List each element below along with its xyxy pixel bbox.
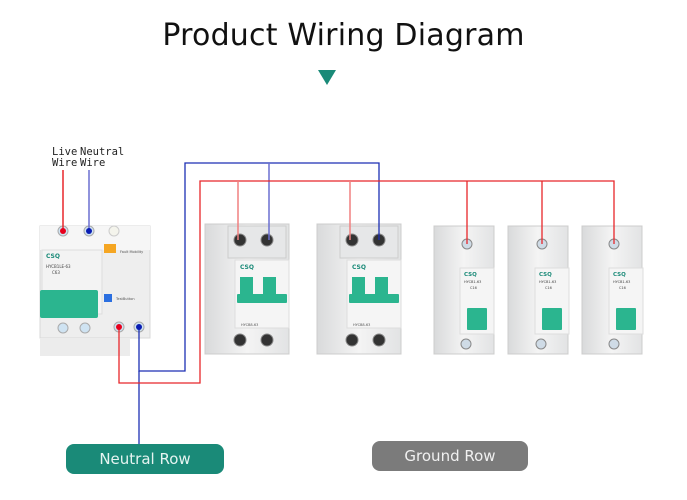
live-wire-label: Live Wire [52, 146, 78, 169]
svg-text:HYCB1-63: HYCB1-63 [613, 280, 630, 284]
neutral-wire-label: Neutral Wire [80, 146, 125, 169]
page-title: Product Wiring Diagram [162, 18, 525, 53]
svg-text:TestButton: TestButton [115, 297, 135, 301]
breaker-handle [467, 308, 487, 330]
rcbo-breaker: CSQ HYCB1LE-63 C63 Fault Mobility TestBu… [39, 225, 151, 356]
svg-text:C16: C16 [545, 286, 552, 290]
neutral-terminal-dot [86, 228, 92, 234]
svg-text:HYCB1-63: HYCB1-63 [539, 280, 556, 284]
svg-text:CSQ: CSQ [240, 264, 254, 271]
rcbo-model: HYCB1LE-63 [46, 264, 71, 269]
breaker-handle [349, 294, 399, 303]
rcbo-live-out-dot [116, 324, 122, 330]
rcbo-handle [40, 290, 98, 318]
breaker-handle [237, 294, 287, 303]
svg-text:HYCB8-63: HYCB8-63 [353, 323, 370, 327]
neutral-row-button[interactable]: Neutral Row [66, 444, 224, 474]
rcbo-test-button [104, 294, 112, 302]
breaker-handle [616, 308, 636, 330]
down-arrow-icon [318, 70, 336, 85]
svg-text:HYCB1-63: HYCB1-63 [464, 280, 481, 284]
two-pole-breaker-2: CSQ HYCB8-63 [316, 223, 402, 355]
breaker-handle [542, 308, 562, 330]
rcbo-rating: C63 [52, 270, 60, 275]
rcbo-neutral-out-dot [136, 324, 142, 330]
two-pole-breaker-1: CSQ HYCB8-63 [204, 223, 290, 355]
svg-text:CSQ: CSQ [539, 272, 552, 278]
live-terminal-dot [60, 228, 66, 234]
single-pole-breaker-1: CSQ HYCB1-63 C16 [433, 225, 495, 355]
svg-text:C16: C16 [619, 286, 626, 290]
svg-text:CSQ: CSQ [613, 272, 626, 278]
neutral-bus-wire [138, 162, 380, 372]
single-pole-breaker-3: CSQ HYCB1-63 C16 [581, 225, 644, 355]
svg-text:HYCB8-63: HYCB8-63 [241, 323, 258, 327]
ground-row-button[interactable]: Ground Row [372, 441, 528, 471]
svg-text:CSQ: CSQ [464, 272, 477, 278]
svg-text:CSQ: CSQ [352, 264, 366, 271]
rcbo-brand: CSQ [46, 253, 60, 260]
svg-text:Fault Mobility: Fault Mobility [120, 250, 143, 254]
single-pole-breaker-2: CSQ HYCB1-63 C16 [507, 225, 570, 355]
live-bus-wire [118, 180, 615, 384]
svg-text:C16: C16 [470, 286, 477, 290]
